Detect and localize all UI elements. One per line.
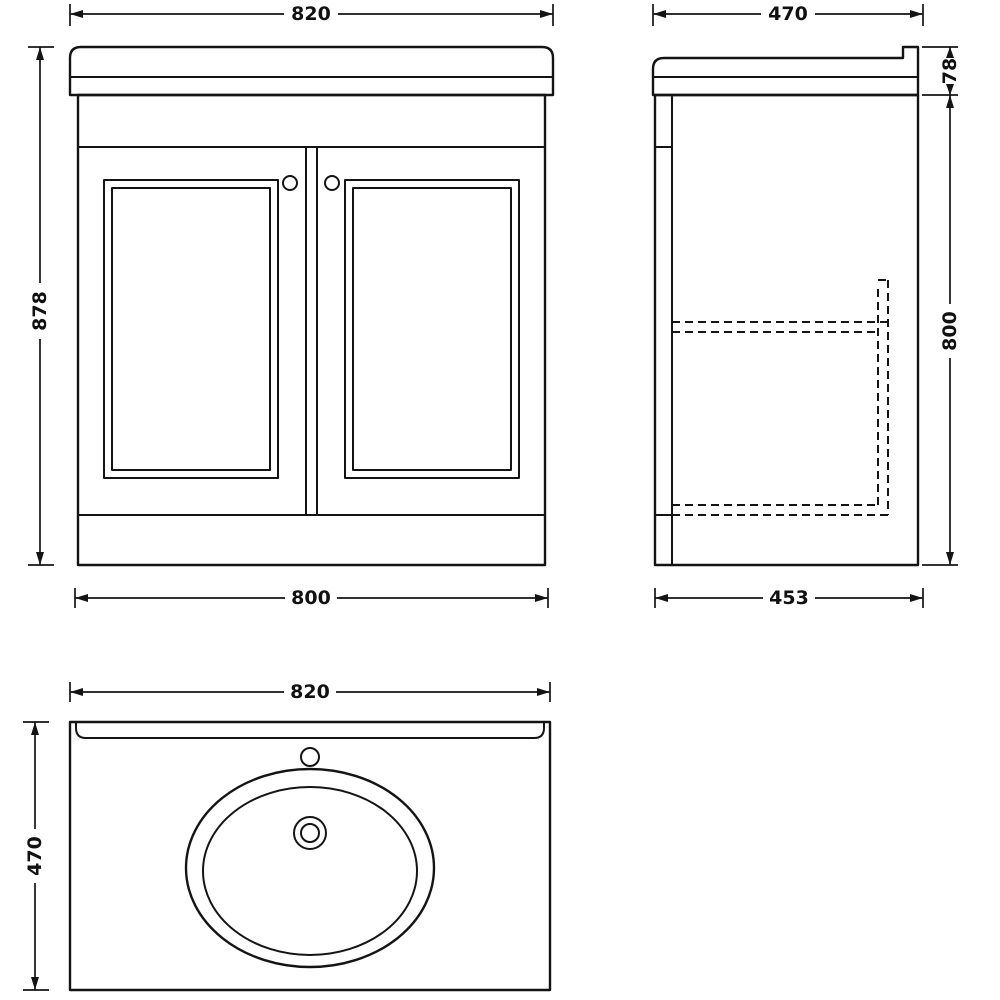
dim-side-worktop-height: 78 (922, 46, 961, 96)
arrow-right-icon (910, 10, 923, 18)
side-view (651, 45, 920, 567)
arrow-left-icon (655, 594, 668, 602)
arrow-left-icon (653, 10, 666, 18)
front-worktop (68, 45, 555, 97)
top-tap-hole (300, 747, 320, 767)
front-left-door-panel-inner (111, 187, 271, 471)
side-worktop (651, 45, 920, 97)
dim-label-side-worktop-height: 78 (939, 58, 961, 84)
arrow-left-icon (70, 688, 83, 696)
side-cabinet-body (653, 93, 920, 567)
top-basin-inner (202, 786, 418, 956)
arrow-right-icon (537, 688, 550, 696)
dim-side-cabinet-height: 800 (922, 95, 961, 566)
dim-label-top-width: 820 (290, 681, 330, 703)
dim-label-front-width-top: 820 (291, 3, 331, 25)
dim-front-height: 878 (28, 46, 54, 566)
top-back-ledge-line (75, 722, 545, 739)
arrow-left-icon (75, 594, 88, 602)
arrow-up-icon (31, 722, 39, 735)
front-right-door-panel-outer (344, 179, 520, 479)
dim-label-front-width-bottom: 800 (291, 587, 331, 609)
front-left-door-panel-outer (103, 179, 279, 479)
arrow-down-icon (31, 977, 39, 990)
front-right-door-knob (324, 175, 340, 191)
dim-top-depth: 470 (23, 721, 49, 991)
dim-top-width: 820 (69, 681, 551, 703)
arrow-down-icon (946, 84, 954, 95)
top-basin-outer (184, 767, 436, 969)
dim-side-depth-bottom: 453 (654, 587, 924, 609)
dim-front-width-bottom: 800 (74, 587, 549, 609)
front-right-door-panel-inner (352, 187, 512, 471)
front-view (68, 45, 555, 567)
arrow-down-icon (946, 552, 954, 565)
top-overflow-outer (293, 816, 327, 850)
dim-side-depth-top: 470 (652, 3, 924, 26)
front-left-door-knob (282, 175, 298, 191)
dim-label-side-depth-top: 470 (768, 3, 808, 25)
dim-label-front-height: 878 (29, 291, 51, 331)
top-worktop-outline (68, 720, 552, 992)
arrow-up-icon (946, 95, 954, 108)
dim-front-width-top: 820 (69, 3, 554, 26)
top-view (68, 720, 552, 992)
arrow-down-icon (36, 552, 44, 565)
arrow-up-icon (36, 47, 44, 60)
front-cabinet-body (76, 93, 547, 567)
arrow-right-icon (535, 594, 548, 602)
arrow-up-icon (946, 47, 954, 58)
dim-label-top-depth: 470 (24, 836, 46, 876)
dim-label-side-depth-bottom: 453 (769, 587, 809, 609)
top-overflow-inner (300, 823, 320, 843)
dim-label-side-cabinet-height: 800 (939, 311, 961, 351)
arrow-right-icon (540, 10, 553, 18)
arrow-right-icon (910, 594, 923, 602)
arrow-left-icon (70, 10, 83, 18)
